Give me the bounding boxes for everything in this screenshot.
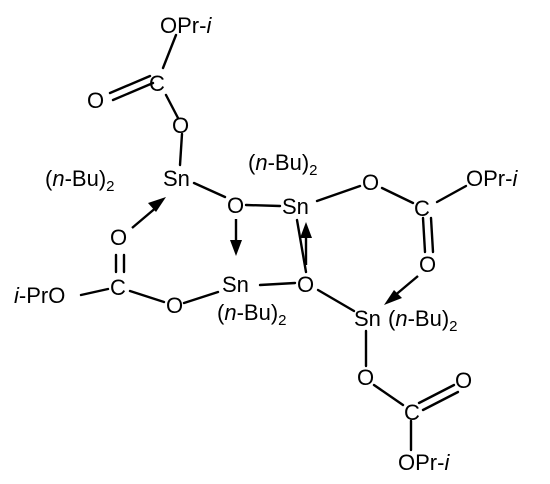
label-sn-upper-right: Sn	[282, 194, 309, 219]
bond-c-top-o	[164, 93, 180, 120]
bond-sn-ll-o-bridge-r	[258, 281, 297, 287]
bond-sn-ul-o-bridge	[192, 181, 227, 199]
label-opr-top: OPr-i	[160, 13, 212, 38]
label-sn-upper-left-ligand: (n-Bu)2	[45, 166, 114, 195]
label-o-right-link: O	[362, 170, 379, 195]
dative-arrow-o-dbl-left-to-sn-ul	[131, 205, 159, 229]
bond-c-top-dbl-1	[108, 74, 152, 95]
bond-c-right-opr	[435, 184, 468, 204]
label-sn-upper-left: Sn	[163, 166, 190, 191]
label-o-dbl-right: O	[419, 252, 436, 277]
label-c-top: C	[149, 71, 165, 96]
label-sn-lower-left-ligand: (n-Bu)2	[217, 300, 286, 329]
bond-ipro-c-left	[79, 287, 110, 297]
label-c-left: C	[110, 275, 126, 300]
bond-c-bottom-dbl-2	[421, 390, 460, 412]
bond-o-top-sn	[178, 132, 184, 167]
bond-o-left-sn-ll	[182, 290, 220, 305]
label-c-right: C	[414, 196, 430, 221]
arrowhead-o-dbl-left	[148, 197, 166, 212]
label-sn-lower-left: Sn	[222, 272, 249, 297]
label-o-top-link: O	[172, 113, 189, 138]
label-ipro-left: i-PrO	[14, 283, 65, 308]
label-o-left-link: O	[166, 293, 183, 318]
arrowhead-o-bridge-up	[300, 222, 312, 238]
arrowhead-o-dbl-right	[384, 290, 402, 305]
arrowhead-o-bridge-down	[230, 240, 242, 256]
bond-c-right-dbl-1	[421, 216, 427, 254]
bond-c-top-opr	[161, 33, 178, 70]
label-o-bottom-link: O	[357, 365, 374, 390]
bond-c-bottom-dbl-1	[417, 383, 456, 405]
label-sn-upper-right-ligand: (n-Bu)2	[248, 150, 317, 179]
bond-c-left-o-left	[128, 289, 166, 304]
bond-sn-ur-o-bridge-r	[295, 218, 308, 274]
label-sn-lower-right: Sn	[354, 306, 381, 331]
label-o-bridge-left: O	[227, 193, 244, 218]
label-o-dbl-top: O	[87, 88, 104, 113]
label-sn-lower-right-ligand: (n-Bu)2	[388, 306, 457, 335]
label-o-dbl-bottom: O	[455, 368, 472, 393]
bond-o-bridge-r-sn-lr	[316, 288, 356, 313]
bond-o-right-c-right	[380, 186, 415, 205]
label-opr-right: OPr-i	[466, 166, 518, 191]
bond-sn-ur-o-right	[315, 184, 362, 203]
label-opr-bottom: OPr-i	[398, 450, 450, 475]
label-o-dbl-left: O	[110, 225, 127, 250]
bond-o-bridge-sn-ur	[244, 203, 282, 208]
label-o-bridge-right: O	[297, 272, 314, 297]
bond-o-bottom-c-bottom	[372, 383, 405, 407]
bond-c-top-dbl-2	[111, 81, 155, 102]
bond-c-right-dbl-2	[429, 216, 435, 254]
label-c-bottom: C	[404, 400, 420, 425]
